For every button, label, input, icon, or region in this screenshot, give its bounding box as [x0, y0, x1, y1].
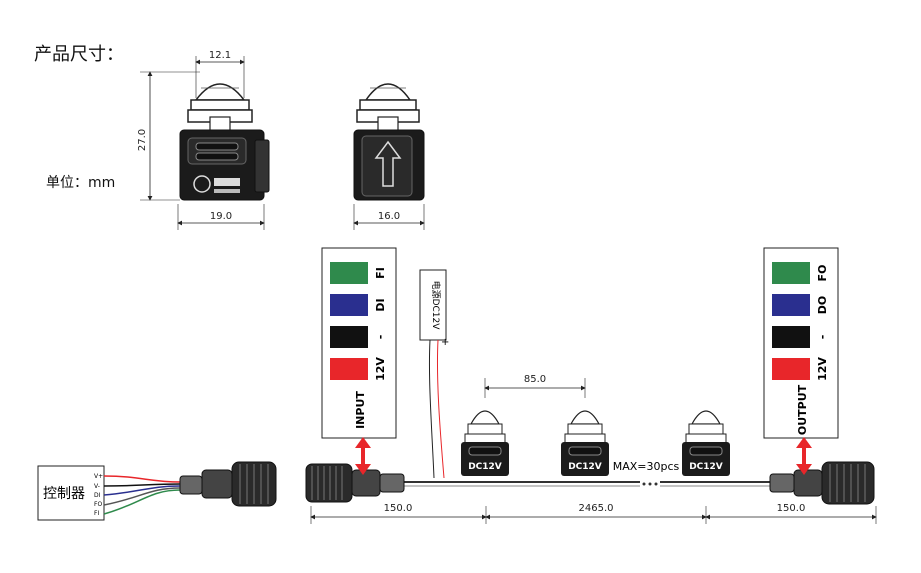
node-2-label: DC12V: [568, 462, 602, 472]
side-view-module: [353, 83, 425, 201]
output-swatch-gnd: [772, 326, 810, 348]
node-1-label: DC12V: [468, 462, 502, 472]
controller-pin-3: FO: [94, 501, 102, 508]
output-red-arrow: [796, 437, 812, 475]
output-label-fo: FO: [816, 265, 829, 282]
output-label-12v: 12V: [816, 357, 829, 381]
output-swatch-12v: [772, 358, 810, 380]
led-node-1: DC12V: [461, 410, 509, 476]
dim-lead-in: 150.0: [384, 503, 413, 514]
input-label-12v: 12V: [374, 357, 387, 381]
input-label-gnd: -: [374, 335, 387, 340]
input-title: INPUT: [354, 391, 367, 429]
output-connector: [769, 461, 875, 505]
output-label-do: DO: [816, 296, 829, 314]
node-3-label: DC12V: [689, 462, 723, 472]
output-title: OUTPUT: [796, 384, 809, 435]
power-tag-text: 电源DC12V: [430, 281, 442, 331]
input-swatch-gnd: [330, 326, 368, 348]
dim-pitch: 85.0: [524, 374, 546, 385]
output-label-gnd: -: [816, 335, 829, 340]
input-red-arrow: [355, 437, 371, 475]
output-swatch-fo: [772, 262, 810, 284]
input-swatch-fi: [330, 262, 368, 284]
output-swatch-do: [772, 294, 810, 316]
input-legend-box: FI DI - 12V INPUT: [321, 247, 397, 439]
input-label-di: DI: [374, 298, 387, 311]
controller-connector: [179, 461, 277, 507]
dim-lead-out: 150.0: [777, 503, 806, 514]
dim-top-width: 12.1: [209, 50, 231, 61]
controller: 控制器 V+ V- DI FO FI: [37, 465, 105, 521]
controller-pin-4: FI: [94, 510, 99, 517]
dim-side-width: 16.0: [378, 211, 400, 222]
controller-pin-2: DI: [94, 492, 101, 499]
dim-height: 27.0: [137, 129, 148, 151]
input-connector: [305, 463, 405, 503]
controller-pin-1: V-: [94, 483, 100, 490]
led-node-3: DC12V: [682, 410, 730, 476]
input-swatch-di: [330, 294, 368, 316]
led-node-2: DC12V: [561, 410, 609, 476]
controller-pin-0: V+: [94, 473, 103, 480]
input-swatch-12v: [330, 358, 368, 380]
power-tag: 电源DC12V +: [419, 269, 449, 479]
input-label-fi: FI: [374, 267, 387, 279]
controller-label: 控制器: [43, 486, 85, 502]
dim-front-width: 19.0: [210, 211, 232, 222]
unit-label: 单位：mm: [46, 175, 116, 191]
output-legend-box: FO DO - 12V OUTPUT: [763, 247, 839, 439]
page-title: 产品尺寸：: [34, 44, 124, 65]
power-tag-plus: +: [441, 337, 449, 348]
front-view-module: [179, 83, 270, 201]
dim-total: 2465.0: [579, 503, 614, 514]
max-label: MAX=30pcs: [613, 460, 680, 473]
